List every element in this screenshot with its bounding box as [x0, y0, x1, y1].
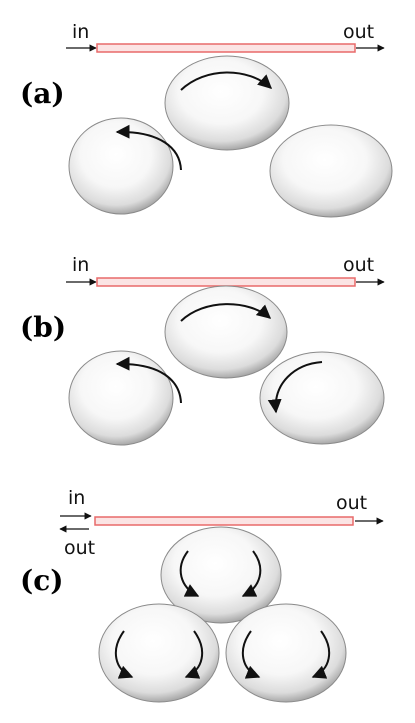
panel-a-ring-left — [68, 117, 174, 215]
panel-b-ring-left — [68, 350, 174, 446]
panel-a-counterclockwise-arrow — [115, 124, 182, 171]
panel-c-right-left-arrow — [241, 630, 261, 679]
panel-b-left-counterclockwise-arrow — [115, 356, 182, 404]
panel-c: (c) in out out — [20, 487, 384, 703]
panel-c-top-right-arrow — [241, 550, 262, 597]
panel-a-in-label: in — [72, 21, 89, 43]
panel-b-in-label: in — [72, 254, 89, 276]
panel-c-left-left-arrow — [114, 630, 134, 679]
panel-c-ring-right — [225, 603, 347, 703]
panel-c-ring-left — [98, 603, 220, 703]
panel-c-ring-top — [160, 526, 282, 624]
panel-b-ring-right — [259, 351, 385, 445]
panel-c-label: (c) — [20, 564, 64, 597]
panel-a: (a) in out — [20, 21, 393, 218]
panel-b-bus-waveguide — [96, 277, 356, 287]
panel-c-right-right-arrow — [311, 630, 331, 679]
panel-a-clockwise-arrow — [180, 71, 273, 91]
panel-c-top-left-arrow — [179, 550, 200, 597]
panel-c-reflected-label: out — [64, 537, 95, 559]
panel-b: (b) in out — [20, 254, 385, 446]
panel-c-left-right-arrow — [184, 630, 204, 679]
panel-a-label: (a) — [20, 77, 65, 110]
panel-a-out-label: out — [343, 21, 374, 43]
panel-b-out-label: out — [343, 254, 374, 276]
panel-a-ring-right — [269, 124, 393, 218]
panel-b-ring-top — [164, 285, 288, 379]
panel-b-label: (b) — [20, 311, 66, 344]
panel-a-ring-top — [164, 55, 290, 151]
panel-c-in-label: in — [68, 487, 85, 509]
panel-c-bus-waveguide — [94, 516, 354, 526]
panel-b-right-counterclockwise-arrow — [267, 361, 323, 414]
panel-c-out-label: out — [336, 492, 367, 514]
panel-b-clockwise-arrow — [180, 303, 272, 322]
panel-a-bus-waveguide — [96, 43, 356, 53]
